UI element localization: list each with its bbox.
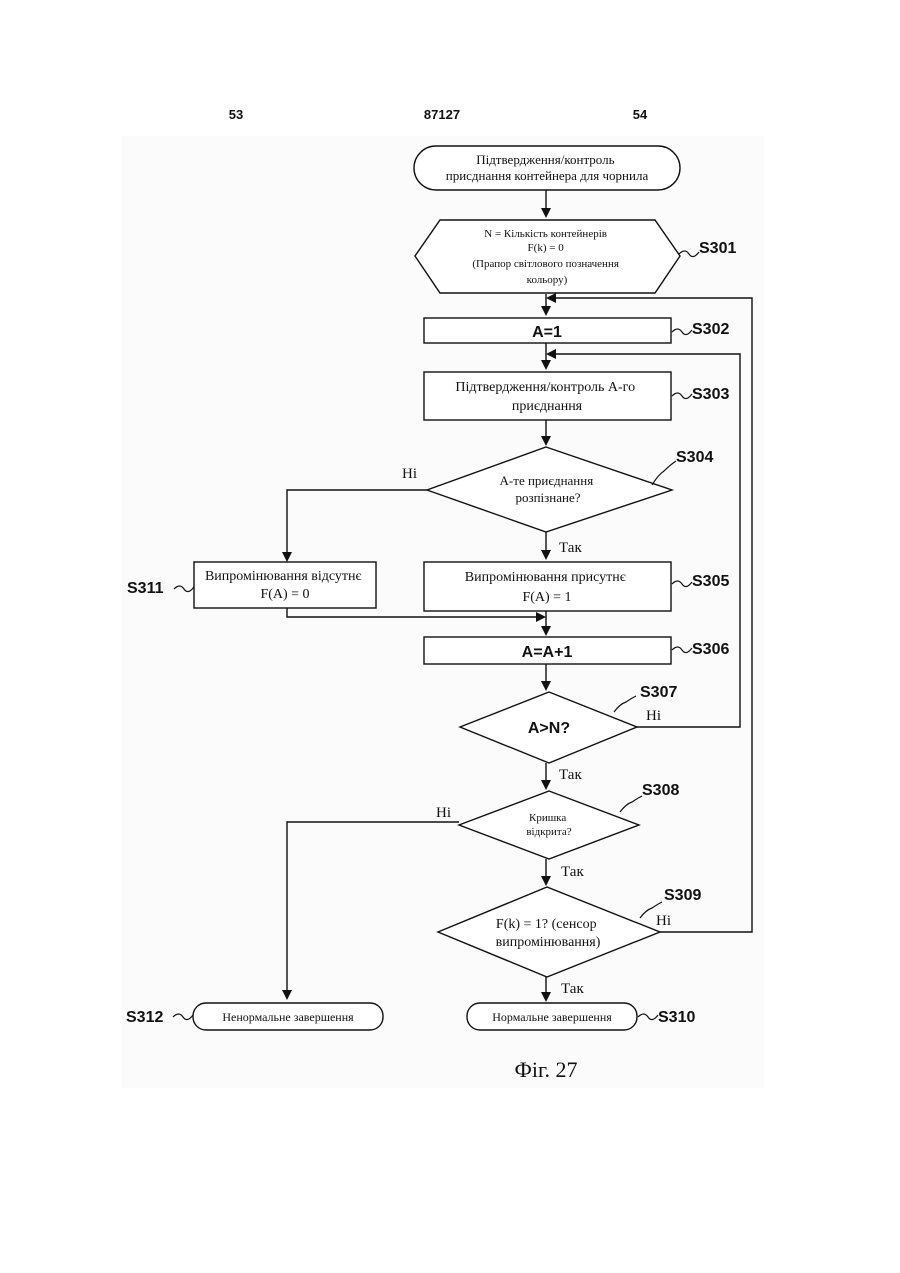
s302-text: A=1 (532, 324, 562, 341)
s301-preparation-box: N = Кількість контейнерів F(k) = 0 (Прап… (415, 220, 680, 293)
s311-line-2: F(A) = 0 (260, 587, 309, 602)
start-terminator: Підтвердження/контроль присднання контей… (414, 146, 680, 190)
s305-line-1: Випромінювання присутнє (465, 570, 626, 585)
s304-no-label: Ні (402, 466, 417, 482)
s312-terminator: Ненормальне завершення (193, 1003, 383, 1030)
s303-process-box: Підтвердження/контроль А-го приєднання (424, 372, 671, 420)
s311-process-box: Випромінювання відсутнє F(A) = 0 (194, 562, 376, 608)
s305-step-label: S305 (692, 573, 729, 590)
s303-line-1: Підтвердження/контроль А-го (455, 380, 635, 395)
s302-process-box: A=1 (424, 318, 671, 343)
s305-process-box: Випромінювання присутнє F(A) = 1 (424, 562, 671, 611)
s301-step-label: S301 (699, 240, 736, 257)
s301-line-1: N = Кількість контейнерів (484, 228, 607, 240)
s309-line-2: випромінювання) (496, 935, 601, 950)
s310-terminator: Нормальне завершення (467, 1003, 637, 1030)
s301-line-2: F(k) = 0 (528, 242, 565, 254)
s308-no-label: Ні (436, 805, 451, 821)
s305-line-2: F(A) = 1 (522, 590, 571, 605)
s311-line-1: Випромінювання відсутнє (205, 569, 362, 584)
s309-step-label: S309 (664, 887, 701, 904)
s304-line-1: А-те приєднання (500, 473, 594, 488)
page-number-right: 54 (633, 107, 648, 122)
document-number: 87127 (424, 107, 460, 122)
s308-line-1: Кришка (529, 812, 566, 824)
s304-line-2: розпізнане? (515, 490, 580, 505)
s307-no-label: Ні (646, 708, 661, 724)
s307-yes-label: Так (559, 767, 582, 783)
s306-process-box: A=A+1 (424, 637, 671, 664)
s309-no-label: Ні (656, 913, 671, 929)
s311-step-label: S311 (127, 580, 164, 597)
s306-step-label: S306 (692, 641, 729, 658)
s309-line-1: F(k) = 1? (сенсор (496, 917, 597, 932)
page-number-left: 53 (229, 107, 243, 122)
s308-line-2: відкрита? (526, 826, 571, 838)
s306-text: A=A+1 (522, 644, 573, 661)
s304-yes-label: Так (559, 540, 582, 556)
s304-step-label: S304 (676, 449, 713, 466)
s308-step-label: S308 (642, 782, 679, 799)
s307-text: A>N? (528, 720, 570, 737)
s301-line-3: (Прапор світлового позначення (472, 258, 619, 270)
s310-text: Нормальне завершення (492, 1010, 612, 1024)
s312-step-label: S312 (126, 1009, 163, 1026)
start-line-2: присднання контейнера для чорнила (446, 168, 649, 183)
s303-step-label: S303 (692, 386, 729, 403)
start-line-1: Підтвердження/контроль (476, 152, 614, 167)
s303-line-2: приєднання (512, 399, 583, 414)
s312-text: Ненормальне завершення (222, 1010, 354, 1024)
s309-yes-label: Так (561, 981, 584, 997)
s301-line-4: кольору) (527, 274, 568, 286)
figure-caption: Фіг. 27 (514, 1057, 577, 1082)
s308-yes-label: Так (561, 864, 584, 880)
s307-step-label: S307 (640, 684, 677, 701)
s310-step-label: S310 (658, 1009, 695, 1026)
s302-step-label: S302 (692, 321, 729, 338)
